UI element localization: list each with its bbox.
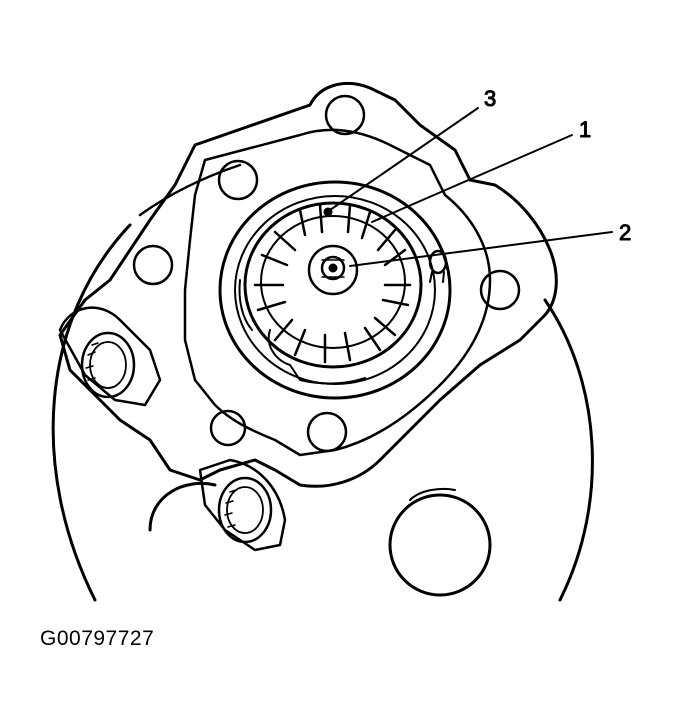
housing-openings [148,482,492,597]
dowel-pin [428,249,448,283]
rotor-hub [307,244,359,296]
leader-lines [329,107,613,267]
bolt-holes [132,94,521,453]
callout-1: 1 [579,117,591,142]
leader-line-3 [329,107,479,211]
outer-housing [51,163,594,602]
leader-line-2 [349,231,613,267]
port-bores [80,331,273,544]
figure-id: G00797727 [40,627,155,650]
pump-body [58,82,558,552]
rotor-assembly [238,201,423,385]
leader-line-1 [371,134,573,223]
callout-3: 3 [484,86,496,111]
callout-2: 2 [619,220,631,245]
